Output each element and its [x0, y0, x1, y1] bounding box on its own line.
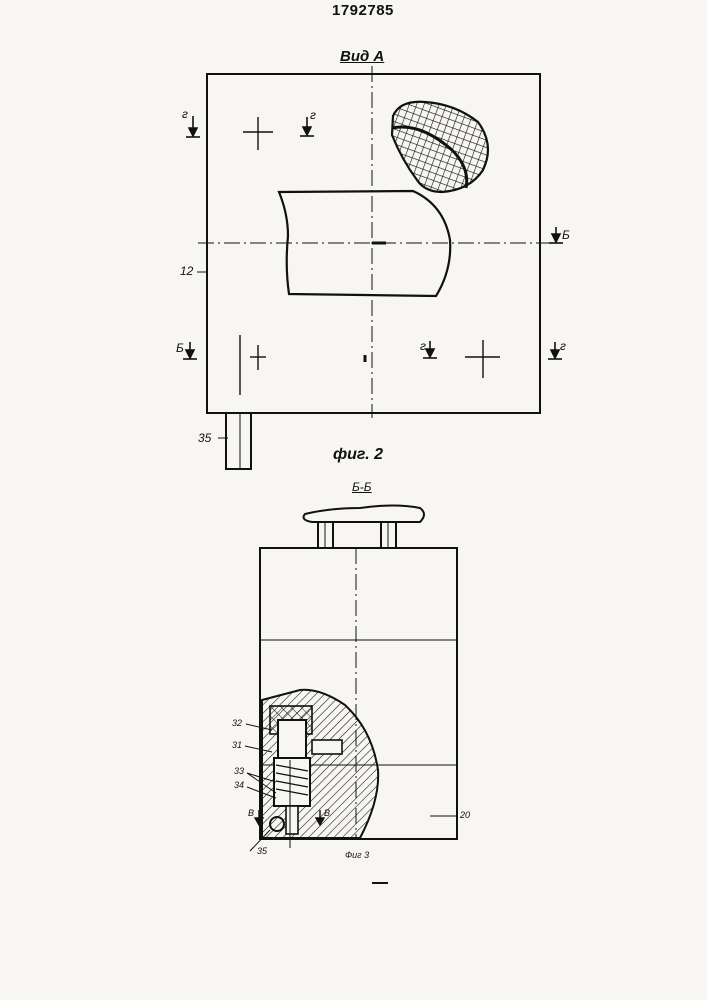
- mark-b-right: Б: [562, 228, 570, 242]
- ref-35-fig2: 35: [198, 431, 211, 445]
- ref-12: 12: [180, 264, 193, 278]
- mark-v-right: В: [324, 808, 330, 818]
- ref-33: 33: [234, 766, 244, 776]
- mark-g-top-left: г: [182, 107, 188, 121]
- crosshair-top-left: [243, 117, 273, 150]
- mark-v-left: В: [248, 808, 254, 818]
- ref-20: 20: [460, 810, 470, 820]
- figure-3-caption: Фиг 3: [345, 850, 369, 860]
- stem: [286, 806, 298, 834]
- mark-g-top-mid: г: [310, 108, 316, 122]
- ref-35-fig3: 35: [257, 846, 267, 856]
- section-arrow-g-top-left: [186, 116, 200, 137]
- section-arrow-b-left: [183, 342, 197, 359]
- crosshair-bottom-left: [250, 345, 266, 370]
- plunger: [278, 720, 306, 758]
- mark-g-bottom-b: г: [560, 339, 566, 353]
- pin-body: [226, 413, 251, 469]
- crosshair-bottom-right: [465, 340, 500, 378]
- top-handle: [304, 506, 424, 523]
- figure-2-caption: фиг. 2: [333, 446, 383, 464]
- ref-31: 31: [232, 740, 242, 750]
- knob-shape: [392, 102, 488, 192]
- bottom-dash-mark: [372, 882, 388, 884]
- mark-b-left: Б: [176, 341, 184, 355]
- side-channel: [312, 740, 342, 754]
- ref-32: 32: [232, 718, 242, 728]
- mark-g-bottom-a: г: [420, 339, 426, 353]
- section-b-b-title: Б-Б: [352, 480, 372, 494]
- section-arrow-b-right: [549, 227, 563, 243]
- ref-34: 34: [234, 780, 244, 790]
